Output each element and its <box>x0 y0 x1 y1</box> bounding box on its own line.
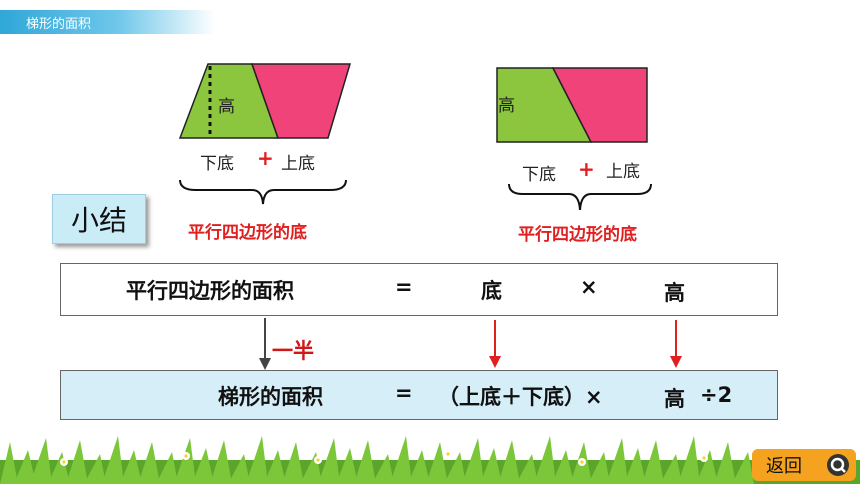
summary-label: 小结 <box>70 204 127 237</box>
trapezoid-divide: ÷2 <box>700 383 733 407</box>
half-arrow-head-icon <box>259 358 271 370</box>
summary-label-box: 小结 <box>52 194 146 244</box>
return-button-label: 返回 <box>766 456 802 477</box>
right-figure <box>496 67 648 143</box>
left-height-label: 高 <box>218 97 235 117</box>
trapezoid-area-name: 梯形的面积 <box>218 385 323 409</box>
trapezoid-equals: = <box>395 381 413 405</box>
trapezoid-expression: （上底＋下底）× <box>438 385 603 409</box>
trapezoid-height: 高 <box>664 387 685 411</box>
base-arrow-head-icon <box>489 356 501 368</box>
return-search-icon <box>827 454 849 476</box>
trapezoid-formula-box <box>60 370 778 420</box>
page-title: 梯形的面积 <box>26 17 92 32</box>
parallelogram-times: × <box>580 275 598 299</box>
arrows-layer <box>259 318 682 370</box>
height-arrow-head-icon <box>670 356 682 368</box>
left-brace-caption: 平行四边形的底 <box>188 223 307 243</box>
right-height-label: 高 <box>498 96 515 116</box>
title-bar <box>0 10 215 34</box>
right-lower-base-label: 下底 <box>522 165 556 185</box>
parallelogram-height: 高 <box>664 281 685 305</box>
right-brace-caption: 平行四边形的底 <box>518 225 637 245</box>
parallelogram-equals: = <box>395 275 413 299</box>
return-button[interactable]: 返回 <box>752 449 856 481</box>
parallelogram-formula-box <box>60 263 778 316</box>
right-pink-part <box>551 67 648 143</box>
grass-decoration <box>0 436 860 484</box>
left-pink-part <box>250 63 352 139</box>
right-upper-base-label: 上底 <box>606 162 640 182</box>
right-plus-sign: + <box>578 157 595 181</box>
left-brace-icon <box>179 179 347 205</box>
parallelogram-base: 底 <box>481 279 502 303</box>
half-label: 一半 <box>272 339 314 363</box>
left-plus-sign: + <box>257 146 274 170</box>
left-figure <box>178 63 352 139</box>
left-upper-base-label: 上底 <box>281 154 315 174</box>
right-brace-icon <box>508 183 652 211</box>
parallelogram-area-name: 平行四边形的面积 <box>126 279 294 303</box>
left-lower-base-label: 下底 <box>200 154 234 174</box>
